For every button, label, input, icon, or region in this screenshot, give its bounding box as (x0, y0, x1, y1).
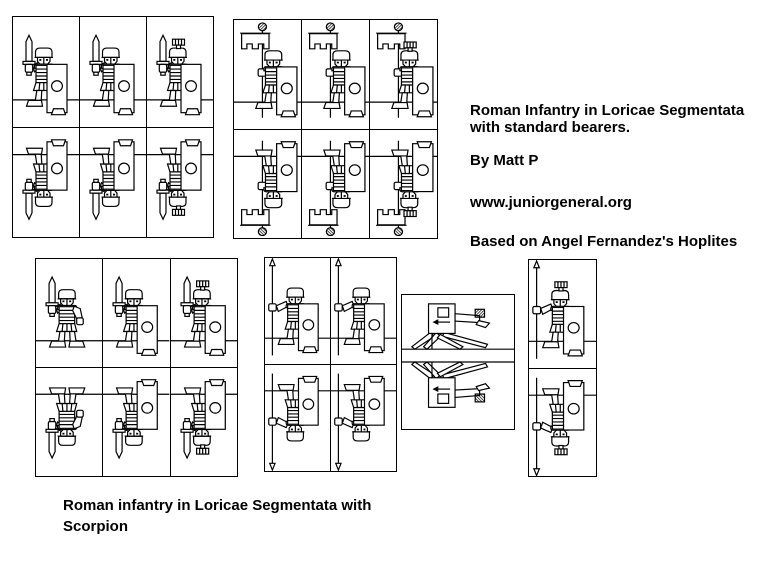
figure-cell-centurion-sword-shield-back (147, 127, 213, 237)
figure-centurion-sword-shield (147, 35, 213, 114)
figure-standard-bearer (302, 23, 369, 118)
figure-cell-centurion-sword-shield-back (170, 368, 237, 476)
credit-byline: By Matt P (470, 152, 539, 169)
caption-line2: Scorpion (63, 518, 129, 535)
panel-legionaries-with-swords (12, 16, 214, 238)
figure-legionary-sword-shield (103, 380, 169, 458)
figure-cell-standard-bearer-front (302, 20, 369, 129)
panel-standard-bearers (233, 19, 438, 239)
figure-cell-legionary-sword-shield-back (103, 368, 170, 476)
figure-standard-bearer (302, 140, 369, 235)
figure-legionary-sword-shield (103, 277, 169, 355)
figure-cell-spearman-shield-back (265, 365, 330, 471)
figure-legionary-sword-shield (80, 35, 146, 114)
figure-standard-bearer-crested (370, 140, 437, 235)
figure-cell-legionary-sword-shield-front (103, 259, 170, 367)
figure-spearman-shield (331, 259, 396, 355)
figure-cell-legionary-sword-shield-front (13, 17, 79, 127)
figure-centurion-spear-shield (529, 261, 596, 359)
panel-legionaries-with-swords-scorpion-crew (35, 258, 238, 477)
figure-legionary-sword-shield (13, 139, 79, 218)
figure-centurion-sword-shield (147, 139, 213, 218)
figure-scorpion (402, 361, 514, 408)
caption-line1: Roman infantry in Loricae Segmentata wit… (63, 497, 372, 514)
figure-cell-centurion-sword-shield-front (170, 259, 237, 367)
figure-legionary-sword (36, 388, 102, 458)
figure-cell-legionary-sword-shield-back (13, 127, 79, 237)
figure-centurion-spear-shield (529, 377, 596, 475)
panel-legionaries-with-spears (264, 257, 397, 472)
panel-officer-with-spear (528, 259, 597, 477)
figure-cell-standard-bearer-back (234, 129, 301, 238)
panel-scorpion-ballista (401, 294, 515, 430)
figure-cell-standard-bearer-back (302, 129, 369, 238)
figure-cell-legionary-sword-back (36, 368, 103, 476)
figure-standard-bearer (234, 140, 301, 235)
figure-cell-legionary-sword-shield-back (80, 127, 146, 237)
figure-cell-legionary-sword-shield-front (80, 17, 146, 127)
credit-title-line2: with standard bearers. (470, 119, 631, 136)
figure-cell-spearman-shield-front (265, 258, 330, 364)
figure-scorpion (402, 303, 514, 350)
figure-cell-centurion-sword-shield-front (147, 17, 213, 127)
figure-standard-bearer (234, 23, 301, 118)
figure-cell-centurion-spear-shield-back (529, 368, 596, 476)
figure-spearman-shield (265, 259, 330, 355)
figure-legionary-sword (36, 277, 102, 347)
figure-spearman-shield (331, 374, 396, 470)
figure-cell-spearman-shield-back (331, 365, 396, 471)
figure-cell-standard-bearer-front (234, 20, 301, 129)
figure-cell-standard-bearer-crested-back (370, 129, 437, 238)
figure-cell-standard-bearer-crested-front (370, 20, 437, 129)
figure-centurion-sword-shield (171, 380, 237, 458)
credit-title-line1: Roman Infantry in Loricae Segmentata (470, 102, 745, 119)
figure-standard-bearer-crested (370, 23, 437, 118)
figure-legionary-sword-shield (80, 139, 146, 218)
figure-cell-centurion-spear-shield-front (529, 260, 596, 368)
credit-website: www.juniorgeneral.org (470, 194, 632, 211)
figure-legionary-sword-shield (13, 35, 79, 114)
credit-attribution: Based on Angel Fernandez's Hoplites (470, 233, 738, 250)
figure-centurion-sword-shield (171, 277, 237, 355)
figure-cell-legionary-sword-front (36, 259, 103, 367)
figure-cell-spearman-shield-front (331, 258, 396, 364)
figure-spearman-shield (265, 374, 330, 470)
